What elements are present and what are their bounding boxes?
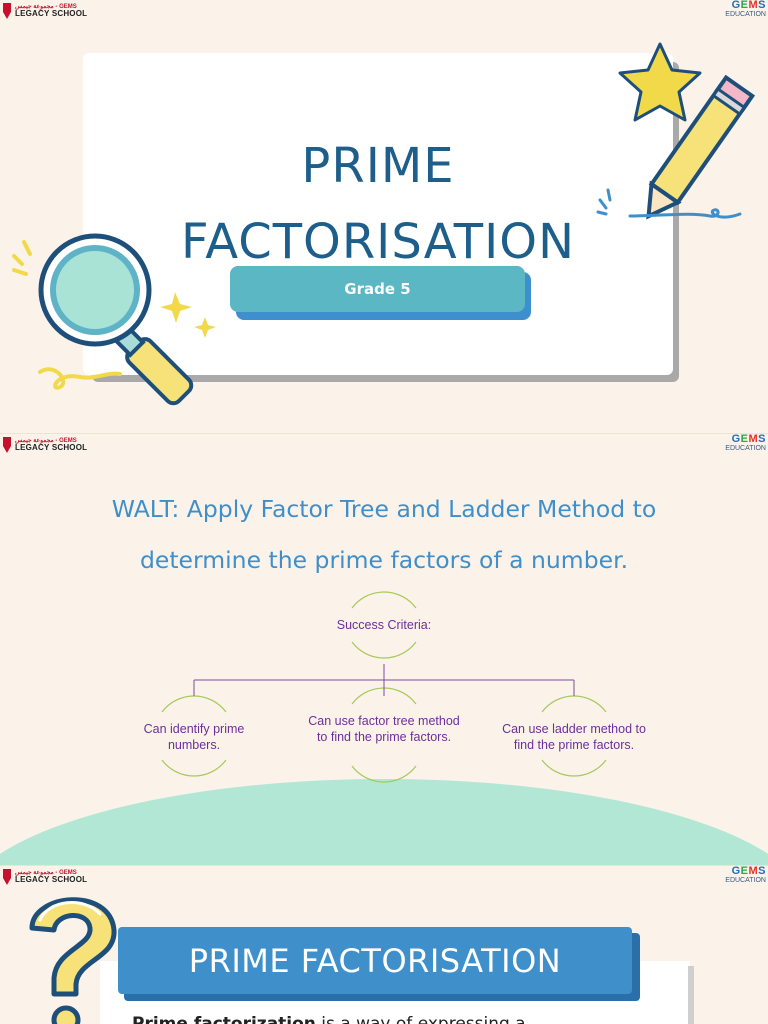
gems-education-logo: GEMS EDUCATION — [725, 0, 766, 18]
section-banner: PRIME FACTORISATION — [118, 927, 632, 994]
definition-text: Prime factorization is a way of expressi… — [132, 1014, 526, 1024]
grade-badge: Grade 5 — [230, 266, 525, 312]
logo-arabic-text: مجموعة جيمس - GEMS — [15, 4, 77, 10]
logo-school-name: LEGACY SCHOOL — [15, 875, 88, 884]
legacy-school-logo: مجموعة جيمس - GEMS LEGACY SCHOOL — [2, 2, 87, 20]
magnifying-glass-icon — [12, 233, 216, 406]
slide-definition: مجموعة جيمس - GEMS LEGACY SCHOOL GEMS ED… — [0, 866, 768, 1024]
school-crest-icon — [3, 437, 11, 453]
definition-textbox-edge — [688, 966, 694, 1024]
success-criteria-diagram — [161, 591, 607, 783]
gems-wordmark: GEMS — [731, 866, 766, 877]
legacy-school-logo: مجموعة جيمس - GEMS LEGACY SCHOOL — [2, 436, 87, 454]
page-title: PRIME FACTORISATION — [181, 138, 575, 270]
logo-arabic-text: مجموعة جيمس - GEMS — [15, 438, 77, 444]
gems-education-text: EDUCATION — [725, 877, 766, 884]
gems-wordmark: GEMS — [731, 0, 766, 11]
logo-arabic-text: مجموعة جيمس - GEMS — [15, 870, 77, 876]
gems-education-text: EDUCATION — [725, 11, 766, 18]
gems-education-logo: GEMS EDUCATION — [725, 866, 766, 884]
gems-education-text: EDUCATION — [725, 445, 766, 452]
criterion-2: Can use factor tree method to find the p… — [308, 714, 460, 744]
legacy-school-logo: مجموعة جيمس - GEMS LEGACY SCHOOL — [2, 868, 87, 886]
logo-school-name: LEGACY SCHOOL — [15, 443, 88, 452]
walt-heading: WALT: Apply Factor Tree and Ladder Metho… — [111, 495, 657, 574]
title-card — [83, 53, 673, 375]
logo-school-name: LEGACY SCHOOL — [15, 9, 88, 18]
gems-wordmark: GEMS — [731, 434, 766, 445]
criterion-3: Can use ladder method to find the prime … — [502, 722, 646, 752]
criterion-1: Can identify prime numbers. — [143, 722, 245, 752]
slide-title: مجموعة جيمس - GEMS LEGACY SCHOOL GEMS ED… — [0, 0, 768, 434]
gems-education-logo: GEMS EDUCATION — [725, 434, 766, 452]
success-criteria-title: Success Criteria: — [336, 618, 432, 632]
pencil-star-icon — [596, 42, 756, 220]
slide-walt: مجموعة جيمس - GEMS LEGACY SCHOOL GEMS ED… — [0, 434, 768, 866]
school-crest-icon — [3, 3, 11, 19]
question-mark-icon — [29, 897, 117, 1024]
school-crest-icon — [3, 869, 11, 885]
